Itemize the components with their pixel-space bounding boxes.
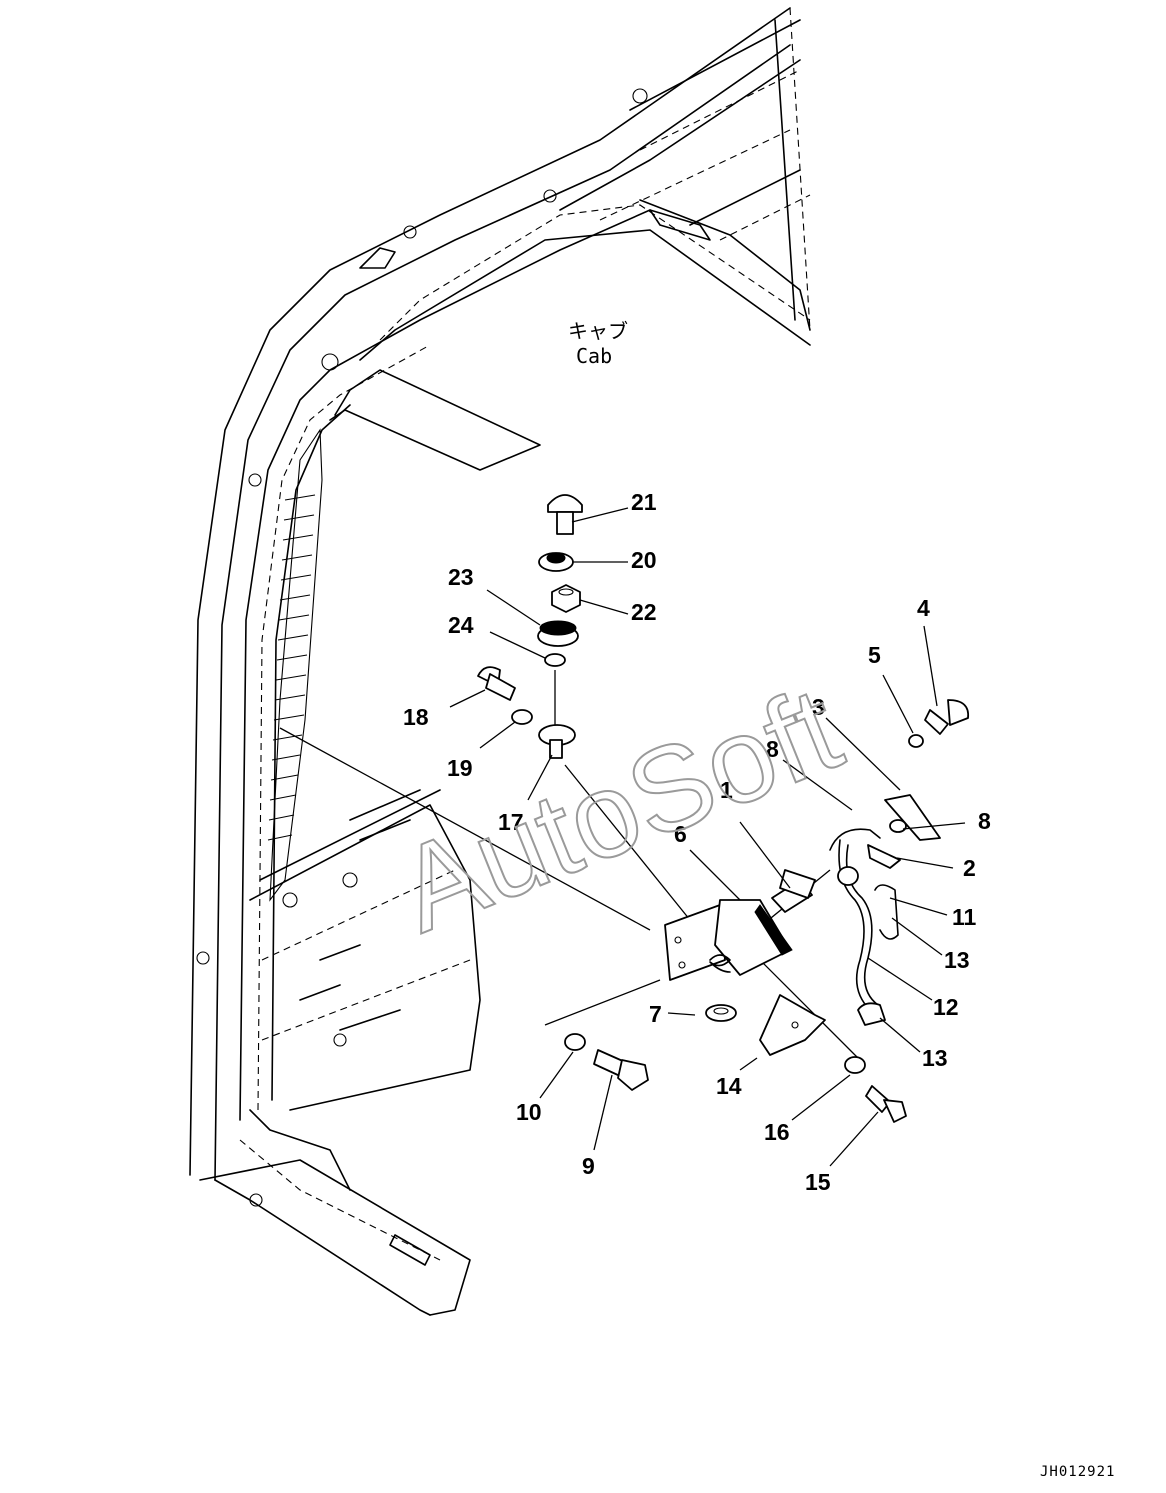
part-23-cap	[537, 620, 579, 647]
callout-16: 16	[764, 1119, 790, 1145]
callout-4: 4	[917, 595, 930, 621]
callout-1: 1	[720, 777, 733, 803]
callout-13-upper: 13	[944, 947, 970, 973]
callouts: 1 2 3 4 5 6 7 8 8 9 10 11 12 13 13 14 15…	[403, 489, 991, 1195]
part-19-washer	[511, 709, 533, 725]
part-22-nut	[551, 584, 581, 613]
part-13-clamp	[857, 1002, 886, 1026]
part-4-bolt	[924, 699, 970, 735]
callout-2: 2	[963, 855, 976, 881]
part-10-washer	[564, 1033, 586, 1051]
callout-6: 6	[674, 821, 687, 847]
part-9-bolt	[593, 1049, 649, 1091]
callout-18: 18	[403, 704, 429, 730]
part-11-clip	[874, 884, 899, 940]
part-1-latch	[771, 869, 816, 913]
part-2-cable-end	[829, 819, 907, 869]
callout-23: 23	[448, 564, 474, 590]
callout-3: 3	[812, 694, 825, 720]
callout-19: 19	[447, 755, 473, 781]
callout-8-top: 8	[766, 736, 779, 762]
cab-frame	[189, 7, 811, 1316]
callout-21: 21	[631, 489, 657, 515]
part-21-bolt	[547, 494, 583, 535]
part-14-plate	[759, 994, 826, 1056]
part-16-washer	[844, 1056, 866, 1074]
callout-leaders	[449, 507, 966, 1167]
callout-8-right: 8	[978, 808, 991, 834]
part-7-spring	[705, 954, 737, 1022]
part-5-washer	[908, 734, 924, 748]
callout-20: 20	[631, 547, 657, 573]
part-24-disc	[544, 653, 566, 667]
callout-9: 9	[582, 1153, 595, 1179]
callout-10: 10	[516, 1099, 542, 1125]
callout-13-lower: 13	[922, 1045, 948, 1071]
callout-14: 14	[716, 1073, 742, 1099]
callout-5: 5	[868, 642, 881, 668]
part-20-washer	[538, 552, 574, 572]
part-17-pin	[538, 724, 576, 759]
callout-24: 24	[448, 612, 474, 638]
part-3-plate	[884, 794, 941, 841]
drawing-code: JH012921	[1040, 1464, 1115, 1480]
callout-17: 17	[498, 809, 524, 835]
cab-label-jp: キャブ	[568, 319, 628, 343]
part-15-bolt	[865, 1085, 907, 1123]
cab-label-en: Cab	[576, 344, 612, 368]
callout-12: 12	[933, 994, 959, 1020]
callout-7: 7	[649, 1001, 662, 1027]
callout-22: 22	[631, 599, 657, 625]
part-18-bolt	[477, 666, 516, 701]
part-12-cable	[837, 839, 879, 1011]
callout-15: 15	[805, 1169, 831, 1195]
callout-11: 11	[952, 904, 977, 930]
